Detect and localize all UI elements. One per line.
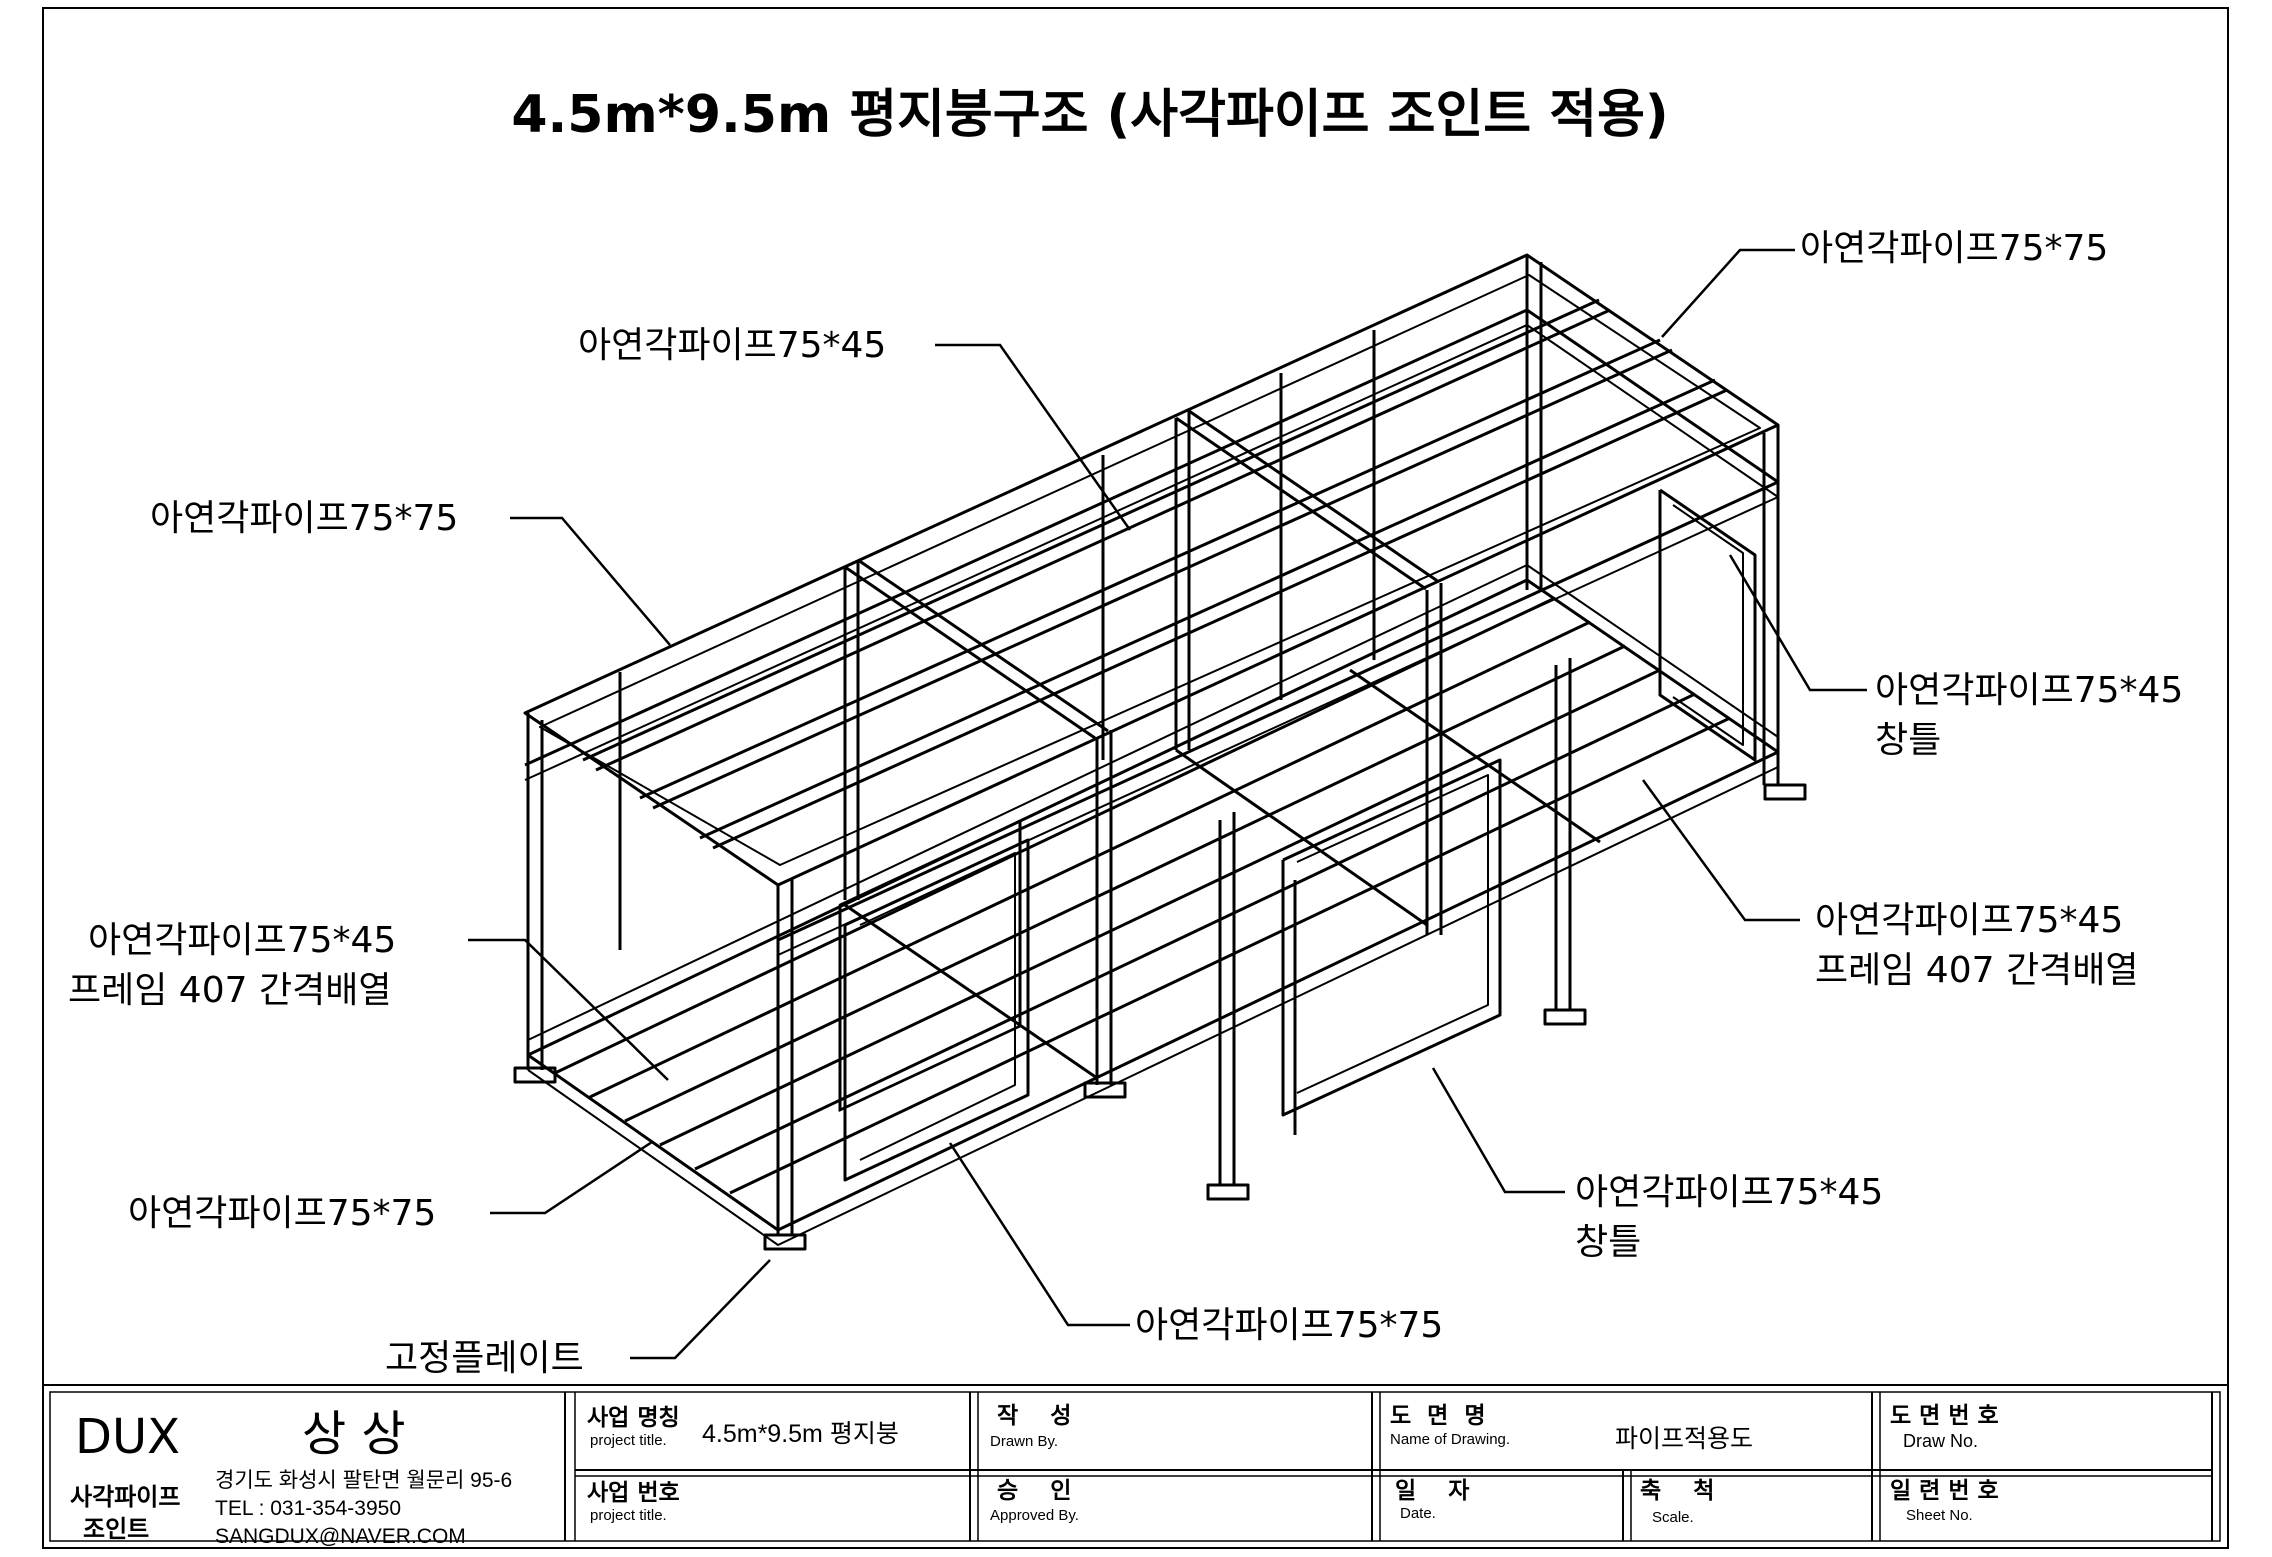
callout-bottom-window-1: 아연각파이프75*45: [1575, 1172, 1883, 1213]
date-label: 일 자: [1395, 1478, 1469, 1504]
floor-joist: [729, 716, 1731, 1195]
leader-fixing-plate: [630, 1259, 771, 1360]
project-name-label: 사업 명칭: [587, 1405, 680, 1431]
product-line-1: 사각파이프: [70, 1483, 180, 1511]
project-name-sub: project title.: [590, 1432, 667, 1449]
title-block-text: DUX 상 상 사각파이프 조인트 경기도 화성시 팔탄면 월문리 95-6 T…: [70, 1403, 1999, 1548]
header-ring: [524, 308, 1780, 942]
callout-bottom: 아연각파이프75*75: [1135, 1305, 1443, 1346]
leader-right-window: [1728, 554, 1867, 692]
base-plate: [1543, 1008, 1587, 1026]
project-name-value: 4.5m*9.5m 평지붕: [702, 1420, 899, 1448]
drawing-no-sub: Draw No.: [1903, 1431, 1978, 1451]
callout-left-frame-1: 아연각파이프75*45: [88, 920, 396, 961]
drawing-title: 4.5m*9.5m 평지붕구조 (사각파이프 조인트 적용): [511, 85, 1668, 145]
callout-right-window-2: 창틀: [1875, 720, 1941, 761]
callout-labels: 아연각파이프75*75 아연각파이프75*45 아연각파이프75*75 아연각파…: [68, 228, 2183, 1379]
scale-label: 축 척: [1640, 1478, 1714, 1504]
project-no-label: 사업 번호: [587, 1480, 680, 1506]
roof-purlin: [639, 338, 1661, 800]
roof-purlin: [712, 388, 1728, 850]
callout-right-frame-2: 프레임 407 간격배열: [1815, 950, 2138, 991]
approved-by-label: 승 인: [997, 1478, 1071, 1504]
sheet-no-sub: Sheet No.: [1906, 1507, 1973, 1524]
floor-cross: [1175, 748, 1428, 927]
leader-top-left: [510, 516, 671, 646]
drawn-by-label: 작 성: [997, 1403, 1071, 1429]
leader-top-center: [935, 343, 1132, 531]
title-block: [42, 1384, 2229, 1549]
base-plate: [1206, 1183, 1250, 1201]
floor-cross: [844, 903, 1098, 1080]
drawing-name-label: 도 면 명: [1390, 1403, 1486, 1429]
roof-purlin: [582, 298, 1600, 762]
roof-beam: [1175, 416, 1427, 591]
roof-beam: [844, 565, 1096, 740]
base-plate: [1763, 783, 1807, 801]
window-frame-right-inner: [1672, 504, 1744, 746]
callout-bottom-window-2: 창틀: [1575, 1222, 1641, 1263]
floor-outline-inner: [527, 766, 1779, 1246]
date-sub: Date.: [1400, 1505, 1436, 1522]
floor-joist: [624, 644, 1626, 1123]
window-frame-front-left: [843, 838, 1030, 1182]
window-frame-front-right: [1281, 758, 1502, 1117]
leader-right-frame: [1641, 779, 1800, 922]
project-no-sub: project title.: [590, 1507, 667, 1524]
leader-left-bottom: [490, 1140, 653, 1215]
floor-outline: [526, 578, 1780, 1232]
callout-right-frame-1: 아연각파이프75*45: [1815, 900, 2123, 941]
floor-outline-inner: [527, 564, 1779, 1041]
scale-sub: Scale.: [1652, 1509, 1694, 1526]
roof-purlin: [699, 378, 1716, 840]
company-email: SANGDUX@NAVER.COM: [215, 1525, 466, 1548]
callout-fixing-plate: 고정플레이트: [385, 1338, 584, 1379]
roof-purlin: [652, 348, 1673, 810]
product-line-2: 조인트: [83, 1515, 149, 1543]
company-name: 상 상: [302, 1406, 406, 1462]
floor-joist: [659, 668, 1661, 1147]
callout-left-frame-2: 프레임 407 간격배열: [68, 970, 391, 1011]
callout-top-right: 아연각파이프75*75: [1800, 228, 2108, 269]
sheet-no-label: 일 련 번 호: [1890, 1478, 1999, 1504]
company-address: 경기도 화성시 팔탄면 월문리 95-6: [215, 1469, 512, 1492]
base-plate: [1083, 1081, 1127, 1099]
callout-top-left: 아연각파이프75*75: [150, 498, 458, 539]
drawn-by-sub: Drawn By.: [990, 1433, 1058, 1450]
leader-bottom-window: [1431, 1067, 1565, 1194]
title-block-inner: [49, 1391, 2221, 1542]
roof-frame-structure: [513, 253, 1807, 1251]
header-ring: [524, 324, 1779, 956]
leader-bottom: [948, 1142, 1130, 1327]
leader-top-right: [1661, 248, 1795, 338]
roof-outline-inner: [539, 274, 1761, 866]
window-frame-front-left: [838, 819, 1022, 1112]
callout-top-center: 아연각파이프75*45: [578, 325, 886, 366]
drawing-name-sub: Name of Drawing.: [1390, 1431, 1510, 1448]
company-tel: TEL : 031-354-3950: [215, 1497, 401, 1520]
floor-joist: [589, 620, 1591, 1099]
brand-logo-text: DUX: [75, 1409, 180, 1465]
floor-joist: [694, 692, 1696, 1171]
callout-left-bottom: 아연각파이프75*75: [128, 1193, 436, 1234]
callout-right-window-1: 아연각파이프75*45: [1875, 670, 2183, 711]
base-plate: [763, 1233, 807, 1251]
drawing-name-value: 파이프적용도: [1615, 1425, 1753, 1453]
callout-leaders: [468, 248, 1867, 1360]
window-frame-right: [1658, 488, 1757, 762]
floor-cross: [1349, 668, 1601, 844]
window-frame-front-right-inner: [1296, 774, 1489, 1094]
title-block-outer: [42, 1384, 2229, 1549]
floor-joist: [554, 596, 1556, 1075]
approved-by-sub: Approved By.: [990, 1507, 1079, 1524]
drawing-no-label: 도 면 번 호: [1890, 1403, 1999, 1429]
base-plate: [513, 1066, 557, 1084]
window-frame-front-left-inner: [859, 852, 1016, 1161]
leader-left-frame: [468, 938, 669, 1081]
